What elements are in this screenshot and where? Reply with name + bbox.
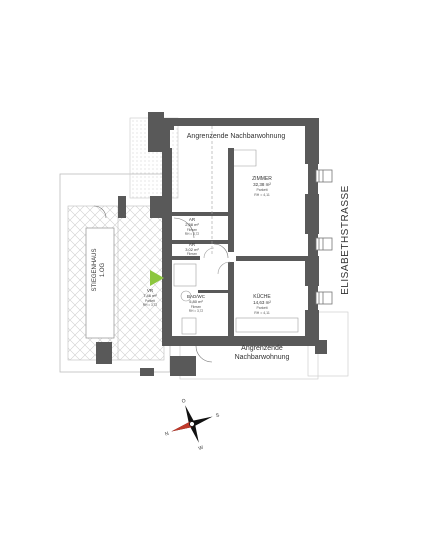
room-zimmer-height: RH = 4,11 <box>254 193 270 197</box>
room-kueche-area: 14,63 m² <box>253 300 271 305</box>
room-ar2-floor: Fliesen <box>187 252 198 256</box>
staircase-label: STIEGENHAUS <box>92 248 98 291</box>
neighbor-bottom-label-line1: Angrenzende <box>241 345 283 352</box>
compass-n: N <box>164 431 170 438</box>
room-kueche-name: KÜCHE <box>253 293 271 300</box>
room-zimmer-name: ZIMMER <box>252 176 272 182</box>
compass-s: S <box>215 412 221 419</box>
neighbor-top-label: Angrenzende Nachbarwohnung <box>187 133 286 140</box>
compass-icon: N S O W <box>164 398 221 452</box>
room-ar2-height: RH = 3,72 <box>185 256 200 260</box>
room-vr-floor: Parkett <box>145 299 155 303</box>
room-ar1-height: RH = 3,72 <box>185 232 200 236</box>
windows <box>315 169 333 305</box>
interior-details <box>173 126 299 335</box>
room-zimmer-floor: Parkett <box>256 188 267 192</box>
staircase-floor-label: 1.OG <box>100 263 106 278</box>
door-swings <box>93 205 229 363</box>
neighbor-bottom-label-line2: Nachbarwohnung <box>235 354 290 361</box>
compass-o: O <box>181 398 187 405</box>
street-label: ELISABETHSTRASSE <box>340 185 351 295</box>
room-vr-area: 7,46 m² <box>143 293 157 298</box>
entrance-marker <box>150 270 164 286</box>
room-ar1-area: 2,58 m² <box>185 222 199 227</box>
room-vr-height: RH = 3,72 <box>143 303 158 307</box>
room-ar2-area: 3,02 m² <box>185 247 199 252</box>
room-kueche-height: RH = 4,11 <box>254 311 270 315</box>
walls <box>96 112 327 376</box>
room-bad-name: BAD/WC <box>187 294 206 299</box>
room-ar2-name: AR <box>189 242 196 247</box>
room-bad-area: 5,80 m² <box>189 299 203 304</box>
room-vr-name: VR <box>147 288 154 293</box>
room-kueche-floor: Parkett <box>256 306 267 310</box>
compass-w: W <box>198 445 205 452</box>
room-zimmer-area: 32,38 m² <box>253 182 271 187</box>
room-ar1-floor: Fliesen <box>187 228 198 232</box>
staircase-area <box>67 205 165 361</box>
room-bad-floor: Fliesen <box>191 305 202 309</box>
room-ar1-name: AR <box>189 217 196 222</box>
room-bad-height: RH = 3,72 <box>189 309 204 313</box>
